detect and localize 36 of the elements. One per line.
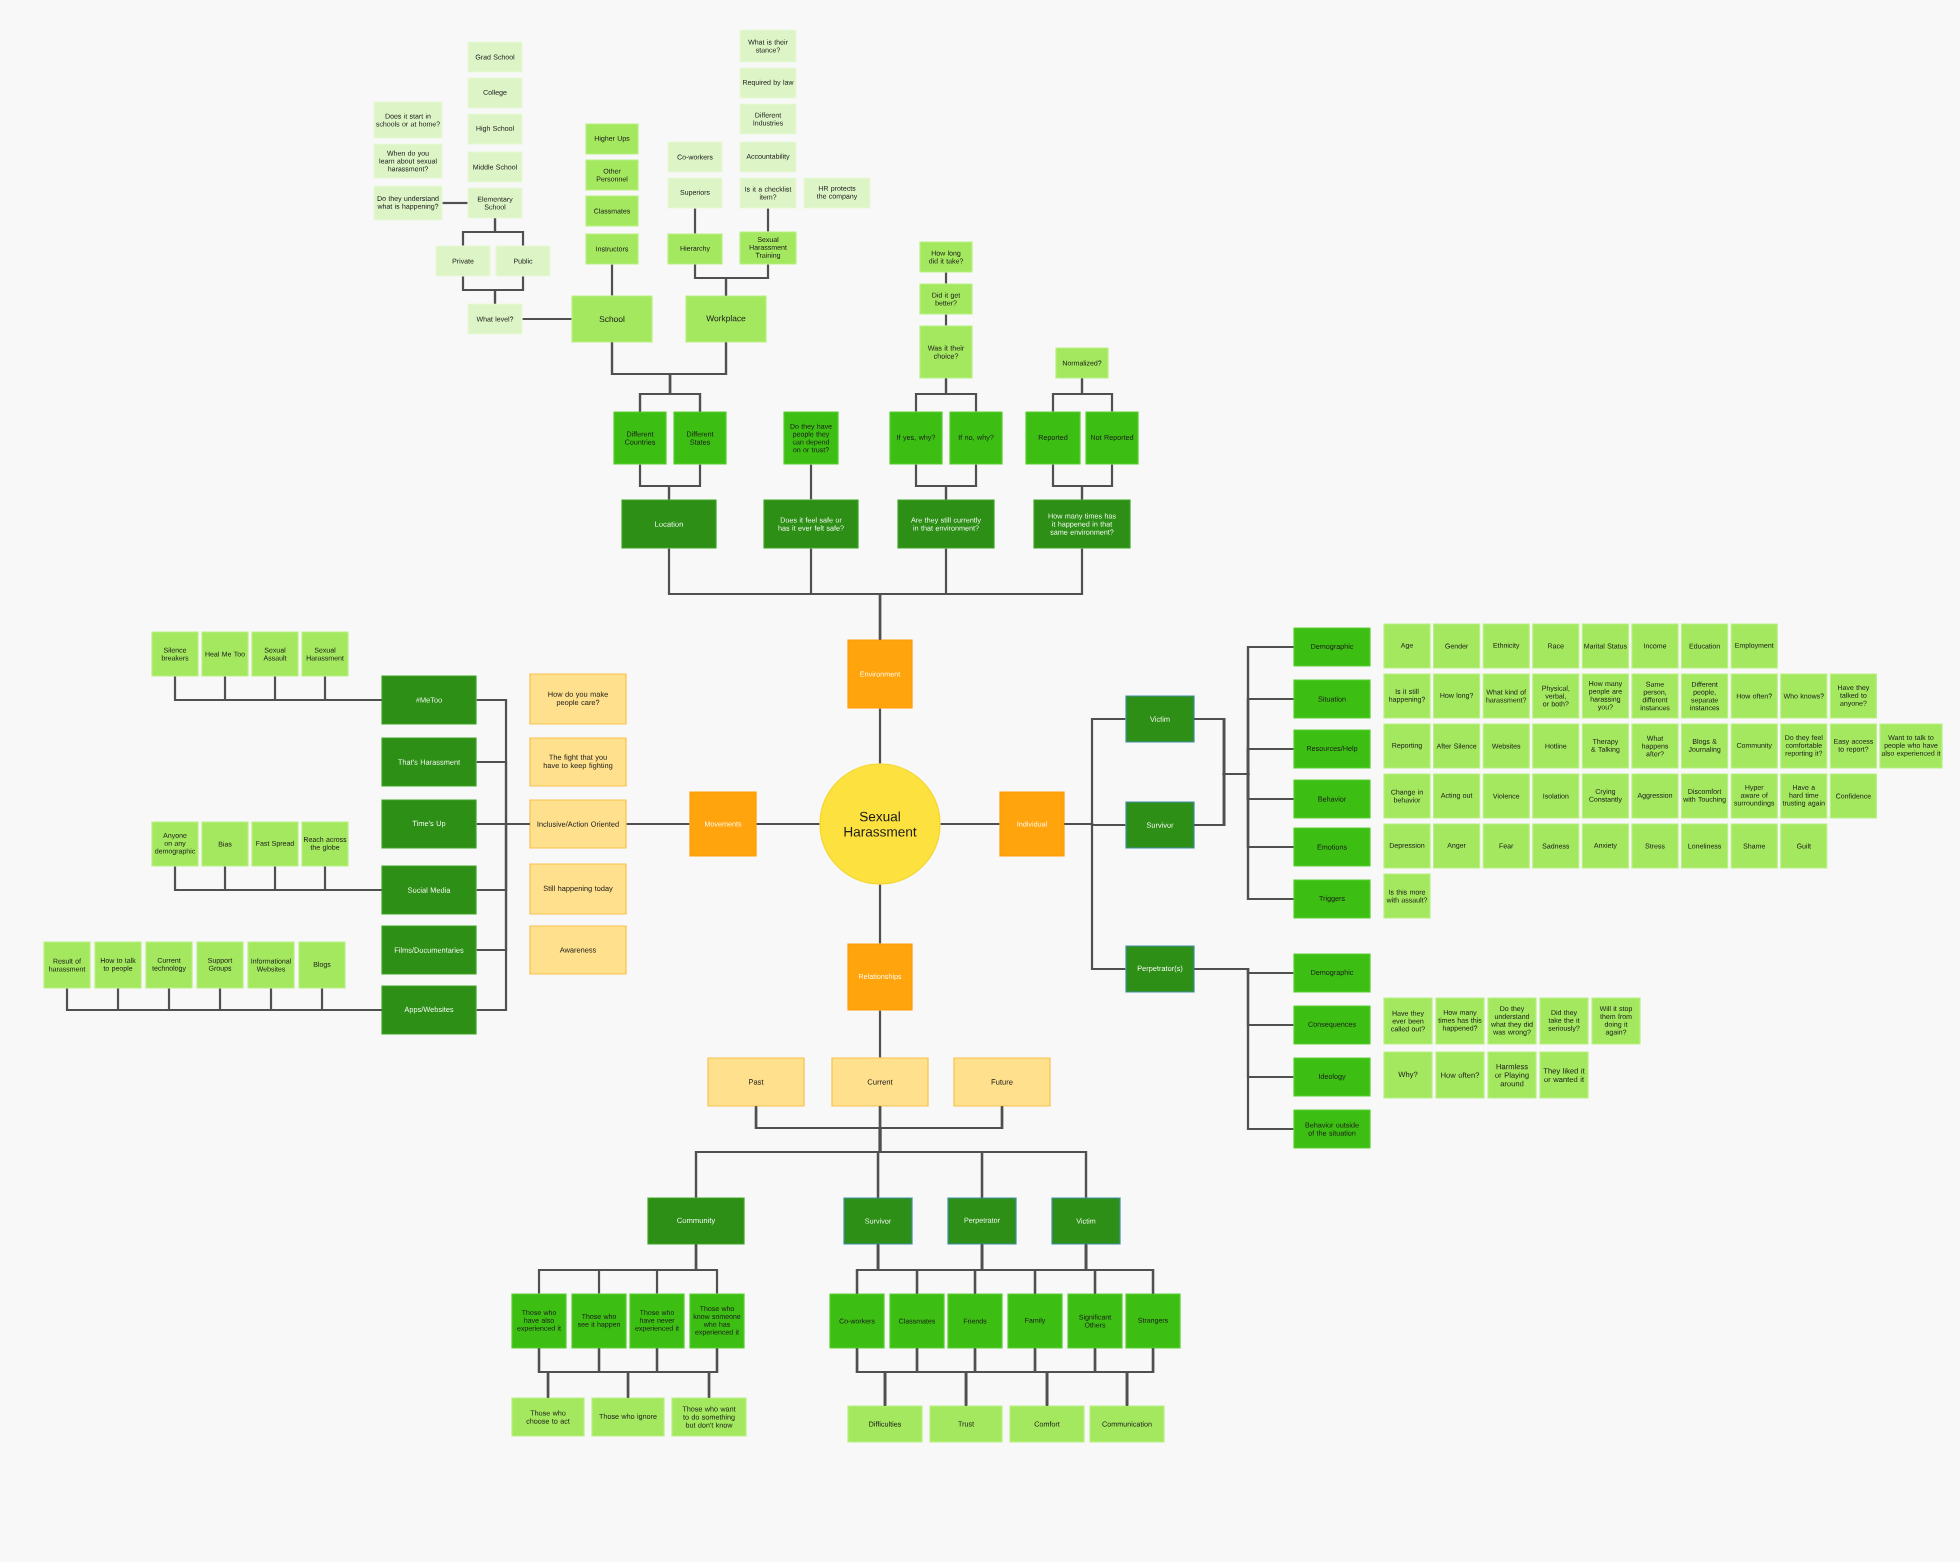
branch-line: [1194, 772, 1294, 901]
branch-line: [1084, 1244, 1155, 1294]
branch-line: [493, 276, 525, 304]
branch-line: [1080, 378, 1114, 412]
branch-line: [878, 548, 1084, 640]
branch-line: [1194, 967, 1294, 1131]
branch-line: [610, 264, 614, 296]
branch-line: [944, 314, 948, 326]
branch-line: [626, 822, 690, 826]
branch-line: [878, 1010, 882, 1058]
branch-line: [668, 342, 728, 412]
branch-line: [724, 264, 770, 296]
branch-line: [323, 866, 382, 892]
branch-line: [707, 1348, 719, 1398]
branch-line: [522, 317, 572, 321]
branch-line: [667, 464, 702, 500]
branch-line: [944, 464, 978, 500]
branch-line: [694, 1244, 719, 1294]
branch-line: [756, 822, 820, 826]
branch-line: [323, 676, 382, 702]
branch-line: [493, 218, 525, 246]
branch-line: [878, 884, 882, 944]
branch-line: [476, 822, 530, 1012]
branch-line: [693, 208, 697, 234]
branch-line: [766, 208, 770, 232]
branch-line: [809, 464, 813, 500]
branch-line: [944, 272, 948, 284]
branch-line: [878, 708, 882, 764]
branch-line: [1064, 822, 1126, 971]
branch-line: [944, 378, 978, 412]
branch-line: [1125, 1348, 1155, 1406]
branch-line: [878, 1105, 1088, 1199]
branch-line: [320, 988, 382, 1012]
branch-line: [1080, 464, 1114, 500]
branch-line: [442, 201, 468, 205]
branch-line: [940, 822, 1000, 826]
